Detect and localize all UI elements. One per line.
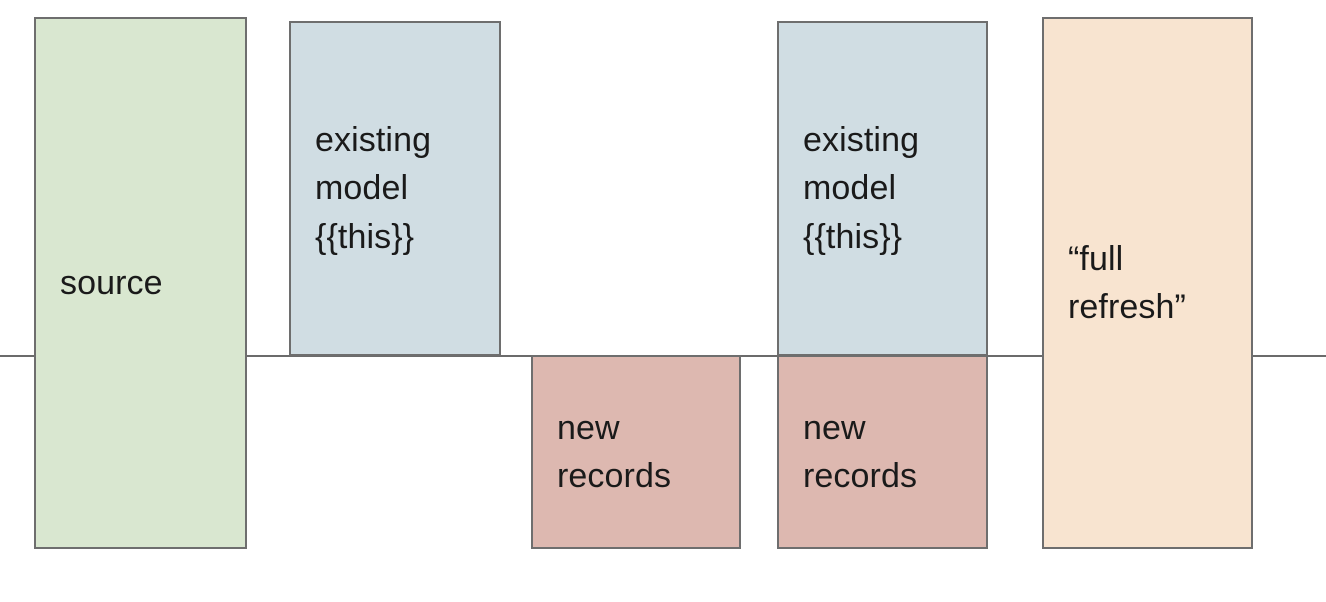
box-new-records-1[interactable]: new records xyxy=(531,355,741,549)
box-source[interactable]: source xyxy=(34,17,247,549)
box-existing-model-2[interactable]: existing model {{this}} xyxy=(777,21,988,356)
box-source-label: source xyxy=(60,263,163,302)
box-new-records-2-label: new records xyxy=(803,408,918,495)
box-existing-model-1[interactable]: existing model {{this}} xyxy=(289,21,501,356)
box-new-records-2[interactable]: new records xyxy=(777,355,988,549)
box-existing-model-1-label: existing model {{this}} xyxy=(315,121,432,256)
box-new-records-1-label: new records xyxy=(557,408,672,495)
box-full-refresh-label: “full refresh” xyxy=(1068,239,1186,326)
box-full-refresh[interactable]: “full refresh” xyxy=(1042,17,1253,549)
box-existing-model-2-label: existing model {{this}} xyxy=(803,121,920,256)
